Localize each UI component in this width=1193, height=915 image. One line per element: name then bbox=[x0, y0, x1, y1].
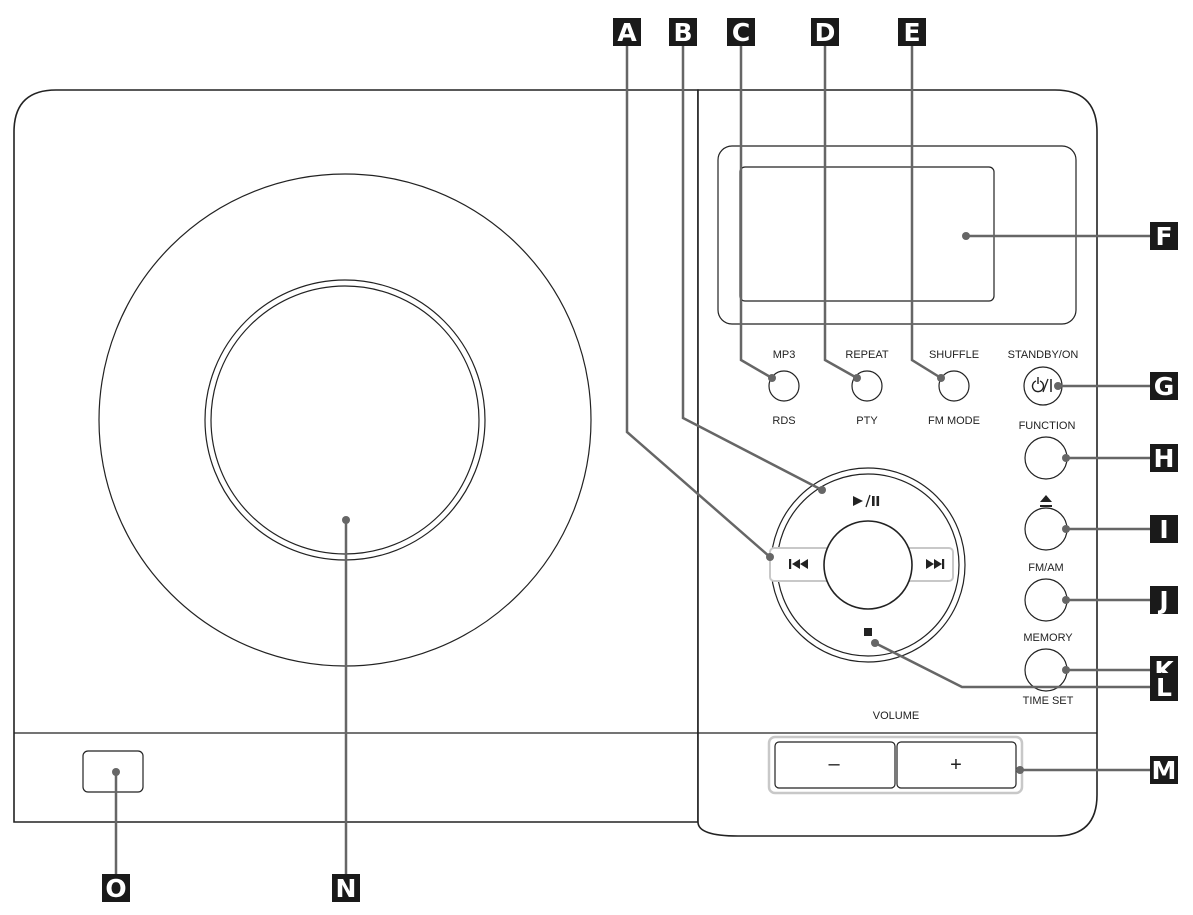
callout-j: J bbox=[1150, 586, 1178, 615]
callout-g: G bbox=[1150, 372, 1178, 401]
svg-text:A: A bbox=[617, 18, 637, 47]
callout-a: A bbox=[613, 18, 641, 47]
callout-e: E bbox=[898, 18, 926, 47]
leader-line-d bbox=[823, 46, 858, 380]
standby-on-label: STANDBY/ON bbox=[1008, 349, 1079, 361]
leader-line-c bbox=[739, 46, 773, 380]
leader-dots bbox=[112, 232, 1070, 776]
shuffle-fm-mode-button[interactable] bbox=[938, 370, 970, 402]
mp3-rds-button[interactable] bbox=[768, 370, 800, 402]
repeat-pty-button[interactable] bbox=[851, 370, 883, 402]
leader-line-a bbox=[625, 46, 771, 558]
pty-label: PTY bbox=[856, 415, 878, 427]
svg-text:H: H bbox=[1154, 444, 1175, 473]
svg-text:I: I bbox=[1159, 515, 1168, 544]
memory-label: MEMORY bbox=[1023, 632, 1073, 644]
time-set-label: TIME SET bbox=[1023, 695, 1074, 707]
leader-line-e bbox=[910, 46, 942, 380]
transport-center[interactable] bbox=[823, 520, 913, 610]
rds-label: RDS bbox=[772, 415, 795, 427]
fm-mode-label: FM MODE bbox=[928, 415, 980, 427]
svg-text:D: D bbox=[815, 18, 836, 47]
svg-text:E: E bbox=[903, 18, 920, 47]
control-panel bbox=[697, 89, 1098, 837]
callout-l: L bbox=[1150, 673, 1178, 702]
eject-icon bbox=[1040, 495, 1052, 507]
play-pause-icon[interactable] bbox=[853, 494, 880, 508]
callout-f: F bbox=[1150, 222, 1178, 251]
leader-lines bbox=[114, 46, 1150, 874]
repeat-label: REPEAT bbox=[845, 349, 888, 361]
volume-up-button[interactable] bbox=[896, 741, 1017, 789]
skip-next-icon[interactable] bbox=[926, 559, 945, 569]
shuffle-label: SHUFFLE bbox=[929, 349, 979, 361]
callout-o: O bbox=[102, 874, 130, 903]
skip-previous-icon[interactable] bbox=[789, 559, 808, 569]
volume-label: VOLUME bbox=[873, 710, 919, 722]
callout-n: N bbox=[332, 874, 360, 903]
volume-minus-label: – bbox=[828, 753, 840, 775]
svg-text:G: G bbox=[1154, 372, 1175, 401]
remote-sensor bbox=[82, 750, 144, 793]
svg-text:O: O bbox=[105, 874, 126, 903]
leader-line-b bbox=[681, 46, 823, 492]
svg-text:L: L bbox=[1156, 673, 1172, 702]
fm-am-label: FM/AM bbox=[1028, 562, 1063, 574]
stop-icon[interactable] bbox=[864, 628, 872, 636]
svg-text:J: J bbox=[1157, 586, 1168, 615]
svg-text:C: C bbox=[732, 18, 750, 47]
svg-text:N: N bbox=[336, 874, 357, 903]
volume-down-button[interactable] bbox=[774, 741, 896, 789]
callout-h: H bbox=[1150, 444, 1178, 473]
callout-b: B bbox=[669, 18, 697, 47]
callout-m: M bbox=[1150, 756, 1178, 785]
callout-i: I bbox=[1150, 515, 1178, 544]
leader-line-l bbox=[874, 641, 1150, 689]
device-body bbox=[13, 89, 699, 823]
function-label: FUNCTION bbox=[1019, 420, 1076, 432]
svg-text:F: F bbox=[1155, 222, 1172, 251]
callout-d: D bbox=[811, 18, 839, 47]
mp3-label: MP3 bbox=[773, 349, 796, 361]
callout-c: C bbox=[727, 18, 755, 47]
power-standby-icon bbox=[1031, 377, 1052, 393]
volume-plus-label: + bbox=[950, 754, 962, 776]
svg-text:B: B bbox=[673, 18, 692, 47]
svg-text:M: M bbox=[1152, 756, 1177, 785]
